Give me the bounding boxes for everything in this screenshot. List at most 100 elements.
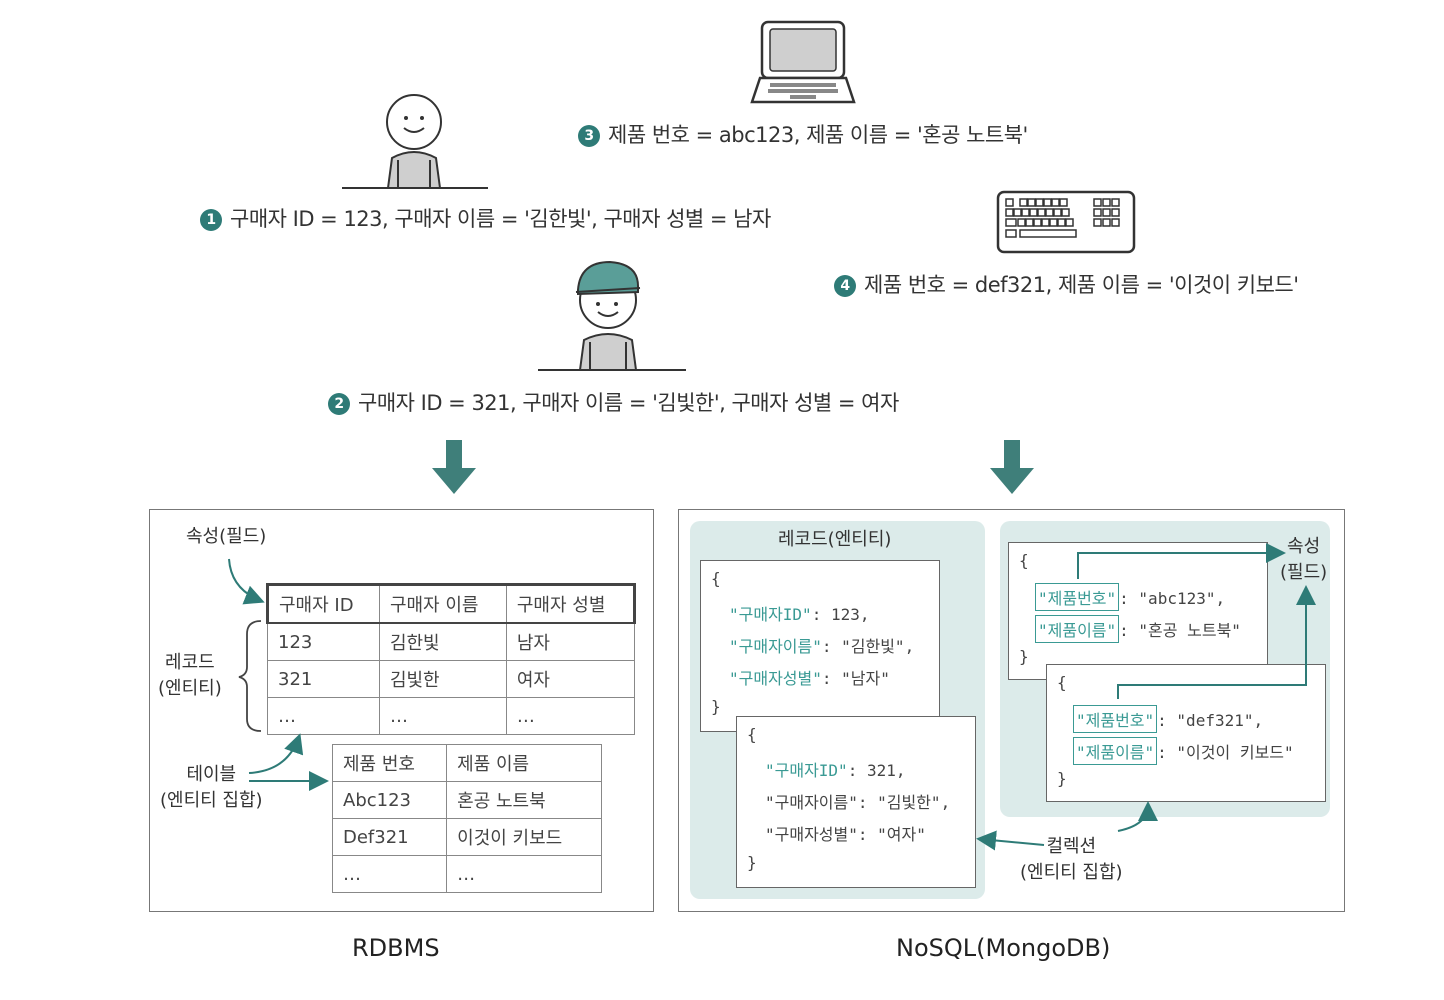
- statement-text: 제품 번호 = abc123, 제품 이름 = '혼공 노트북': [608, 123, 1028, 147]
- brace-open: {: [747, 725, 757, 744]
- table-cell: …: [378, 697, 507, 735]
- field-key: "구매자성별": [765, 825, 858, 844]
- label-line: 테이블: [186, 764, 237, 785]
- header-cell: 구매자 성별: [505, 583, 637, 624]
- field-key: "제품이름": [1073, 737, 1158, 765]
- laptop-icon: [750, 20, 856, 104]
- field-line: "구매자성별": "여자": [765, 821, 926, 845]
- field-value: : "abc123",: [1119, 589, 1226, 608]
- table-cell: Abc123: [331, 781, 448, 819]
- field-value: : "김한빛",: [821, 637, 915, 656]
- table-cell: …: [267, 697, 380, 735]
- field-value: : 321,: [847, 761, 906, 780]
- brace-close: }: [1057, 769, 1067, 788]
- statement-1: 1 구매자 ID = 123, 구매자 이름 = '김한빛', 구매자 성별 = …: [200, 203, 771, 233]
- attribute-arrow-bottom: [1117, 585, 1316, 699]
- product-table: 제품 번호 제품 이름 Abc123 혼공 노트북 Def321 이것이 키보드…: [331, 744, 602, 893]
- number-badge: 4: [834, 275, 856, 297]
- attribute-arrow: [228, 558, 265, 605]
- field-key: "제품번호": [1073, 705, 1158, 733]
- table-cell: Def321: [331, 818, 448, 856]
- field-line: "구매자이름": "김빛한",: [765, 789, 950, 813]
- brace-open: {: [1019, 551, 1029, 570]
- collection-entity-set-label: 컬렉션 (엔티티 집합): [1020, 834, 1123, 886]
- record-brace: [238, 620, 262, 732]
- table-cell: 이것이 키보드: [446, 818, 602, 856]
- brace-close: }: [747, 853, 757, 872]
- field-key: "구매자성별": [729, 669, 822, 688]
- table-arrow-up: [248, 733, 304, 774]
- table-row: … … …: [267, 697, 636, 735]
- field-key: "구매자ID": [729, 605, 812, 624]
- buyer-cap-person-icon: [538, 260, 686, 371]
- buyer-document-1: { "구매자ID": 123, "구매자이름": "김한빛", "구매자성별":…: [700, 560, 940, 732]
- field-line: "제품이름": "혼공 노트북": [1035, 615, 1241, 643]
- table-row: … …: [331, 855, 602, 893]
- field-value: : "김빛한",: [857, 793, 951, 812]
- header-cell: 구매자 이름: [378, 583, 507, 624]
- table-row: 123 김한빛 남자: [267, 622, 636, 661]
- brace-close: }: [1019, 647, 1029, 666]
- label-line: (엔티티 집합): [160, 790, 263, 811]
- brace-open: {: [711, 569, 721, 588]
- collection-arrow-left: [976, 830, 1045, 851]
- field-line: "구매자ID": 123,: [729, 601, 870, 625]
- number-badge: 3: [578, 125, 600, 147]
- nosql-connectors: [976, 543, 1316, 851]
- statement-4: 4 제품 번호 = def321, 제품 이름 = '이것이 키보드': [834, 269, 1299, 299]
- table-header-row: 제품 번호 제품 이름: [331, 744, 602, 782]
- down-arrow-icon: [990, 440, 1034, 494]
- field-value: : 123,: [811, 605, 870, 624]
- table-cell: 여자: [505, 660, 636, 698]
- buyer-person-icon: [342, 94, 488, 189]
- table-row: 321 김빛한 여자: [267, 660, 636, 698]
- product-document-1: { "제품번호": "abc123", "제품이름": "혼공 노트북" }: [1008, 542, 1268, 680]
- field-line: "제품이름": "이것이 키보드": [1073, 737, 1294, 765]
- label-line: (엔티티): [158, 678, 222, 699]
- down-arrow-icon: [432, 440, 476, 494]
- buyer-document-2: { "구매자ID": 321, "구매자이름": "김빛한", "구매자성별":…: [736, 716, 976, 888]
- number-badge: 1: [200, 209, 222, 231]
- field-value: : "남자": [821, 669, 890, 688]
- label-line: 컬렉션: [1046, 836, 1097, 857]
- field-key: "구매자이름": [765, 793, 858, 812]
- field-value: : "여자": [857, 825, 926, 844]
- label-line: 레코드: [165, 652, 215, 673]
- field-line: "제품번호": "def321",: [1073, 705, 1263, 733]
- table-cell: 혼공 노트북: [446, 781, 602, 819]
- keyboard-icon: [996, 190, 1136, 254]
- statement-2: 2 구매자 ID = 321, 구매자 이름 = '김빛한', 구매자 성별 = …: [328, 387, 899, 417]
- attribute-arrow-top: [1077, 543, 1286, 579]
- label-line: (엔티티 집합): [1020, 862, 1123, 883]
- table-header-row: 구매자 ID 구매자 이름 구매자 성별: [266, 583, 637, 624]
- label-line: 속성: [1287, 536, 1321, 557]
- label-line: (필드): [1280, 562, 1328, 583]
- rdbms-connectors: [228, 558, 329, 791]
- table-cell: …: [446, 855, 602, 893]
- field-line: "구매자이름": "김한빛",: [729, 633, 914, 657]
- field-key: "구매자ID": [765, 761, 848, 780]
- header-cell: 구매자 ID: [266, 583, 380, 624]
- field-line: "제품번호": "abc123",: [1035, 583, 1225, 611]
- table-row: Abc123 혼공 노트북: [331, 781, 602, 819]
- statement-text: 구매자 ID = 123, 구매자 이름 = '김한빛', 구매자 성별 = 남…: [230, 207, 771, 231]
- statement-text: 제품 번호 = def321, 제품 이름 = '이것이 키보드': [864, 273, 1299, 297]
- field-value: : "혼공 노트북": [1119, 621, 1241, 640]
- statement-text: 구매자 ID = 321, 구매자 이름 = '김빛한', 구매자 성별 = 여…: [358, 391, 899, 415]
- record-entity-label: 레코드 (엔티티): [158, 650, 222, 702]
- buyer-table: 구매자 ID 구매자 이름 구매자 성별 123 김한빛 남자 321 김빛한 …: [266, 583, 637, 735]
- brace-open: {: [1057, 673, 1067, 692]
- attribute-field-label: 속성 (필드): [1280, 534, 1327, 586]
- field-line: "구매자성별": "남자": [729, 665, 890, 689]
- table-cell: …: [331, 855, 448, 893]
- rdbms-caption: RDBMS: [352, 934, 440, 962]
- header-cell: 제품 번호: [331, 744, 448, 782]
- statement-3: 3 제품 번호 = abc123, 제품 이름 = '혼공 노트북': [578, 119, 1028, 149]
- table-cell: 남자: [505, 622, 636, 661]
- table-entity-set-label: 테이블 (엔티티 집합): [160, 762, 263, 814]
- field-key: "제품이름": [1035, 615, 1120, 643]
- number-badge: 2: [328, 393, 350, 415]
- product-document-2: { "제품번호": "def321", "제품이름": "이것이 키보드" }: [1046, 664, 1326, 802]
- collection-arrow-up: [1117, 801, 1158, 832]
- brace-close: }: [711, 697, 721, 716]
